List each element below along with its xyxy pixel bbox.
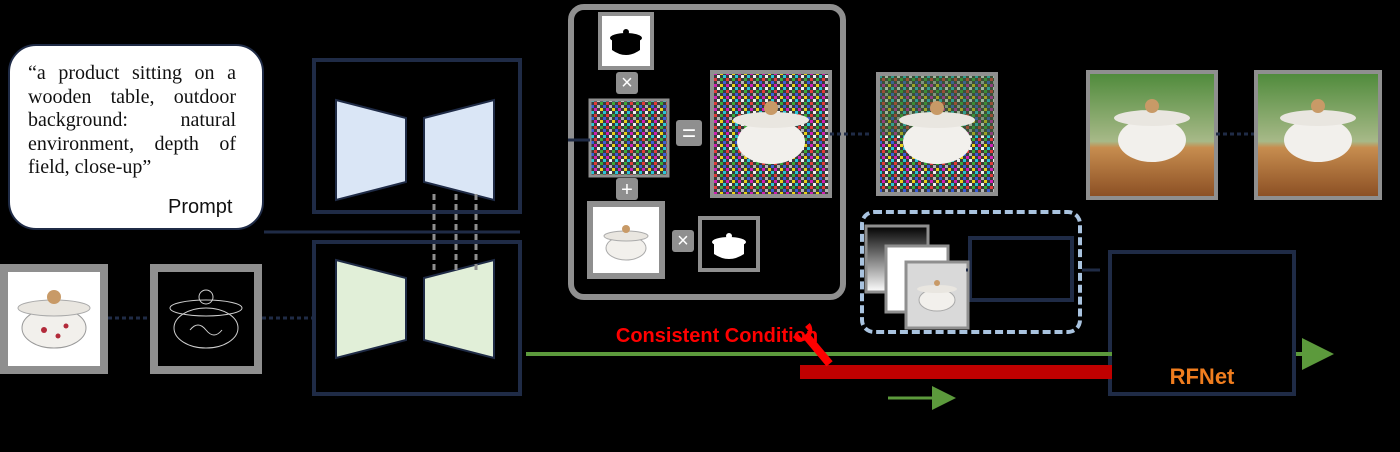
multiply-icon-top — [616, 72, 638, 94]
condition-encoder-box — [968, 236, 1074, 302]
equals-icon — [676, 120, 702, 146]
edge-map-frame — [150, 264, 262, 374]
mask-image-top — [598, 12, 654, 70]
rfnet-box — [1108, 250, 1296, 396]
rfnet-label: RFNet — [1170, 364, 1235, 389]
consistent-condition-label: Consistent Condition — [616, 325, 818, 347]
plus-glyph: + — [621, 179, 633, 201]
lower-controlnet-box — [312, 240, 522, 396]
lower-encoder-shape — [335, 258, 407, 360]
skip-connections — [432, 194, 478, 270]
wrench-icon — [792, 323, 833, 367]
upper-encoder-shape — [335, 98, 407, 202]
upper-decoder-shape — [423, 98, 495, 202]
lower-decoder-shape — [423, 258, 495, 360]
edge-map-image — [169, 289, 243, 349]
noise-image — [588, 98, 670, 178]
prompt-text: “a product sitting on a wooden table, ou… — [28, 62, 236, 178]
product-pot-image — [17, 290, 91, 349]
multiply-glyph-bottom: × — [677, 230, 689, 252]
prompt-label: Prompt — [168, 196, 233, 218]
upper-unet-box — [312, 58, 522, 214]
multiply-icon-bottom — [672, 230, 694, 252]
plus-icon — [616, 178, 638, 200]
equals-glyph: = — [682, 120, 696, 147]
condition-dashed-box — [860, 210, 1082, 334]
prompt-card — [8, 44, 264, 230]
product-image-frame — [0, 264, 108, 374]
multiply-glyph-top: × — [621, 72, 633, 94]
